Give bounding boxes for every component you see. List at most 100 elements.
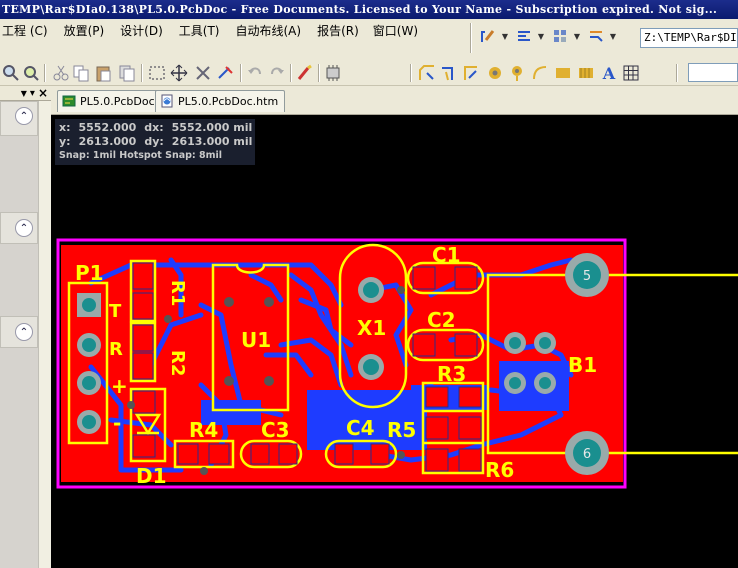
grid-icon[interactable] xyxy=(622,64,640,82)
move-icon[interactable] xyxy=(170,64,188,82)
select-area-icon[interactable] xyxy=(148,64,166,82)
pad-icon[interactable] xyxy=(508,64,526,82)
filter-tool-1[interactable]: ▼ xyxy=(478,25,510,47)
y-label: y: xyxy=(59,135,71,148)
silkscreen xyxy=(67,243,738,475)
paste-array-icon[interactable] xyxy=(118,64,136,82)
toolbar-separator xyxy=(318,64,320,82)
tab-pcbdoc[interactable]: PL5.0.PcbDoc xyxy=(57,90,162,112)
tab-pcbdoc-htm[interactable]: PL5.0.PcbDoc.htm xyxy=(155,90,286,112)
label-r: R xyxy=(109,339,123,360)
dx-value: 5552.000 mil xyxy=(171,121,253,134)
menu-tools[interactable]: 工具(T) xyxy=(178,24,220,38)
panel-header: ▼ ▾ × xyxy=(0,86,51,101)
tab-label: PL5.0.PcbDoc xyxy=(80,95,155,108)
route-icon xyxy=(590,31,603,42)
toolbar-search-input[interactable] xyxy=(688,63,738,82)
label-plus: + xyxy=(111,374,128,398)
cut-icon[interactable] xyxy=(52,64,70,82)
fill-icon[interactable] xyxy=(554,64,572,82)
chevron-down-icon: ▼ xyxy=(609,31,616,41)
menu-items: 工程 (C) 放置(P) 设计(D) 工具(T) 自动布线(A) 报告(R) 窗… xyxy=(0,21,423,40)
menu-project[interactable]: 工程 (C) xyxy=(2,24,48,38)
label-r6: R6 xyxy=(485,458,514,482)
window-title-bar: TEMP\Rar$DIa0.138\PL5.0.PcbDoc - Free Do… xyxy=(0,0,738,19)
pad-label-5: 5 xyxy=(583,269,591,284)
route-multi-icon[interactable] xyxy=(462,64,480,82)
menu-place[interactable]: 放置(P) xyxy=(63,24,105,38)
panel-menu-chevron-down-icon[interactable]: ▼ xyxy=(20,88,27,98)
window-title: TEMP\Rar$DIa0.138\PL5.0.PcbDoc - Free Do… xyxy=(2,3,718,16)
menu-autoroute[interactable]: 自动布线(A) xyxy=(235,24,302,38)
deselect-icon[interactable] xyxy=(194,64,212,82)
label-minus: - xyxy=(113,411,121,435)
label-r1: R1 xyxy=(167,280,188,306)
toolbar-separator xyxy=(240,64,242,82)
cross-probe-icon[interactable] xyxy=(296,64,314,82)
via-icon[interactable] xyxy=(486,64,504,82)
label-c1: C1 xyxy=(432,243,461,267)
toolbar-separator xyxy=(410,64,412,82)
dy-label: dy: xyxy=(144,135,164,148)
toolbar-separator xyxy=(44,64,46,82)
filter-tool-3[interactable]: ▼ xyxy=(550,25,582,47)
x-label: x: xyxy=(59,121,71,134)
panel-close-icon[interactable]: × xyxy=(37,86,48,100)
menu-separator xyxy=(470,23,472,53)
label-d1: D1 xyxy=(136,464,167,488)
dy-value: 2613.000 mil xyxy=(171,135,253,148)
route-diff-icon[interactable] xyxy=(440,64,458,82)
string-text-icon[interactable]: A xyxy=(600,64,618,82)
filter-tool-4[interactable]: ▼ xyxy=(586,25,618,47)
path-field[interactable]: Z:\TEMP\Rar$DIa0 xyxy=(640,28,738,48)
label-b1: B1 xyxy=(568,353,597,377)
label-r5: R5 xyxy=(387,418,416,442)
board-outline xyxy=(56,238,627,489)
menu-reports[interactable]: 报告(R) xyxy=(317,24,359,38)
coordinate-readout: x: 5552.000 dx: 5552.000 mil y: 2613.000… xyxy=(55,119,255,165)
menu-bar: 工程 (C) 放置(P) 设计(D) 工具(T) 自动布线(A) 报告(R) 窗… xyxy=(0,19,738,60)
label-r3: R3 xyxy=(437,362,466,386)
chevron-up-collapse-icon[interactable]: ⌃ xyxy=(15,323,33,341)
chevron-up-collapse-icon[interactable]: ⌃ xyxy=(15,107,33,125)
toolbar-separator xyxy=(290,64,292,82)
smd-pads xyxy=(132,262,482,472)
component-icon[interactable] xyxy=(324,64,342,82)
pcb-doc-icon xyxy=(62,95,76,107)
bottom-copper-block xyxy=(201,400,261,425)
chevron-down-icon: ▼ xyxy=(537,31,544,41)
x-value: 5552.000 xyxy=(78,121,137,134)
toolbar-separator xyxy=(141,64,143,82)
label-p1: P1 xyxy=(75,261,104,285)
align-icon xyxy=(518,31,530,41)
redo-icon[interactable] xyxy=(268,64,286,82)
zoom-fit-icon[interactable] xyxy=(22,64,40,82)
panel-scrollbar[interactable] xyxy=(38,101,51,568)
menu-design[interactable]: 设计(D) xyxy=(120,24,163,38)
label-x1: X1 xyxy=(357,316,386,340)
clear-icon[interactable] xyxy=(216,64,234,82)
label-u1: U1 xyxy=(241,328,271,352)
zoom-icon[interactable] xyxy=(2,64,20,82)
tab-label: PL5.0.PcbDoc.htm xyxy=(178,95,279,108)
panel-section-1: ⌃ xyxy=(0,101,38,136)
y-value: 2613.000 xyxy=(78,135,137,148)
panel-pin-icon[interactable]: ▾ xyxy=(29,87,35,99)
undo-icon[interactable] xyxy=(246,64,264,82)
pad-label-6: 6 xyxy=(583,447,591,462)
panel-section-3: ⌃ xyxy=(0,316,38,348)
menu-window[interactable]: 窗口(W) xyxy=(372,24,418,38)
chevron-up-collapse-icon[interactable]: ⌃ xyxy=(15,219,33,237)
copy-icon[interactable] xyxy=(72,64,90,82)
polygon-pour-icon[interactable] xyxy=(577,64,595,82)
label-t: T xyxy=(109,301,122,322)
svg-text:A: A xyxy=(602,64,616,82)
arc-icon[interactable] xyxy=(531,64,549,82)
grid-select-icon xyxy=(554,30,566,42)
label-r4: R4 xyxy=(189,418,218,442)
paste-icon[interactable] xyxy=(94,64,112,82)
filter-tool-2[interactable]: ▼ xyxy=(514,25,546,47)
side-panel: ▼ ▾ × ⌃ ⌃ ⌃ xyxy=(0,86,51,568)
pcb-canvas[interactable]: P1 T R + - R1 R2 U1 X1 C1 C2 R3 B1 R4 C3… xyxy=(51,115,738,568)
route-track-icon[interactable] xyxy=(418,64,436,82)
